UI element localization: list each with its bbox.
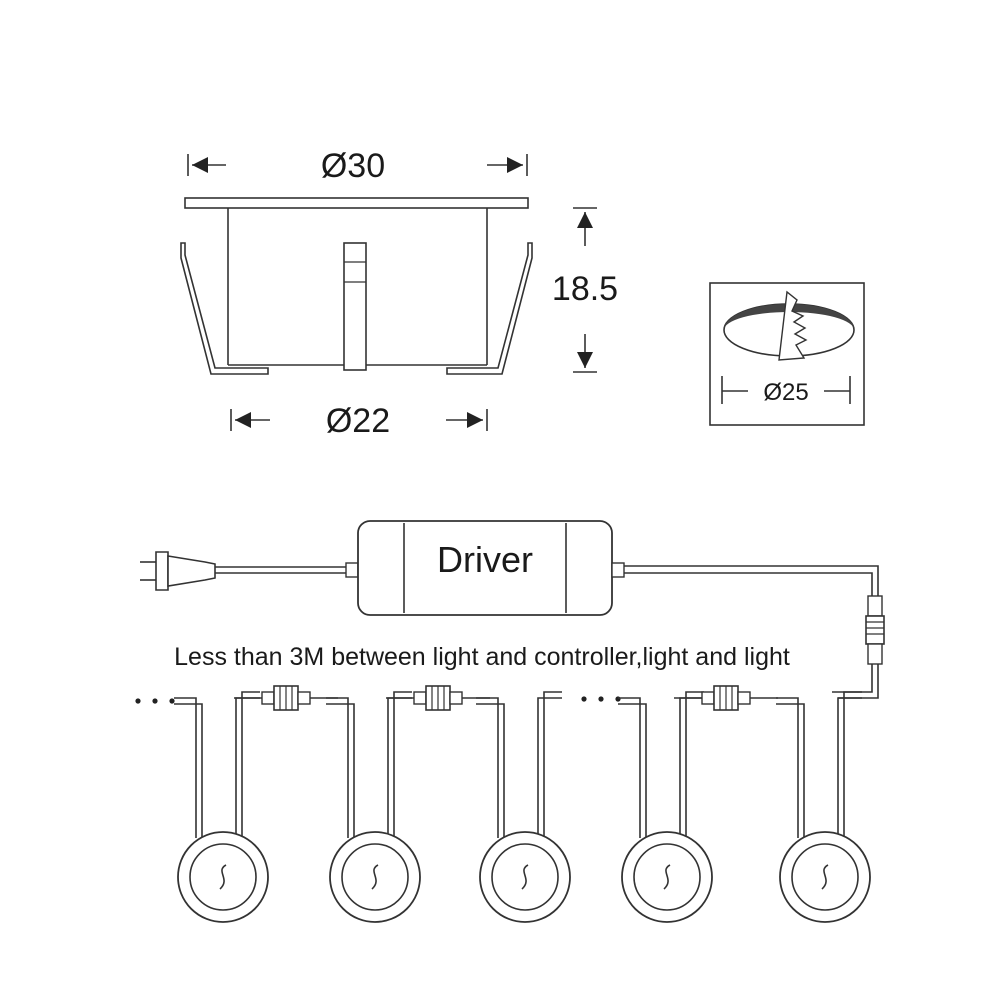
cable-connector-end <box>737 691 751 705</box>
light-symbol <box>663 864 671 890</box>
cable-connector-icon <box>701 691 715 705</box>
top-diameter-label: Ø30 <box>321 147 385 185</box>
height-label: 18.5 <box>552 270 618 308</box>
continuation-dots-left <box>135 698 175 704</box>
light-cable <box>679 697 704 838</box>
light-cable <box>174 697 197 838</box>
light-cable <box>776 703 805 838</box>
light-symbol <box>821 864 829 890</box>
light-cable <box>476 697 499 838</box>
light-cable <box>393 691 412 838</box>
light-cable <box>537 697 562 838</box>
cable-connector-end <box>297 691 311 705</box>
spacing-note: Less than 3M between light and controlle… <box>174 643 790 671</box>
bottom-diameter-label: Ø22 <box>326 402 390 440</box>
light-cable <box>476 703 505 838</box>
light-symbol <box>371 864 379 890</box>
light-cable <box>843 691 862 838</box>
driver-box: Driver <box>357 520 613 616</box>
light-cable <box>618 697 641 838</box>
bottom-diameter-dimension: Ø22 <box>230 402 488 440</box>
light-symbol <box>521 864 529 890</box>
fixture-side-view: Ø30 18.5 Ø22 <box>180 147 618 440</box>
cable-connector-icon <box>865 595 885 665</box>
cable-connector-icon <box>413 691 427 705</box>
light-cable <box>235 697 260 838</box>
cutout-inset: Ø25 <box>709 282 865 426</box>
light-cable <box>776 697 799 838</box>
light-cable <box>326 703 355 838</box>
light-symbol <box>219 864 227 890</box>
light-cable <box>685 691 704 838</box>
top-diameter-dimension: Ø30 <box>187 147 528 185</box>
driver-label: Driver <box>437 539 533 580</box>
saw-cutout-icon <box>778 290 808 361</box>
light-cable <box>837 697 862 838</box>
light-cable <box>543 691 562 838</box>
light-cable <box>618 703 647 838</box>
power-plug-icon <box>140 551 216 591</box>
lights-chain <box>174 685 871 923</box>
cable-connector-end <box>449 691 463 705</box>
light-cable <box>174 703 203 838</box>
cable-connector-icon <box>261 691 275 705</box>
height-dimension: 18.5 <box>552 207 618 373</box>
continuation-dots-middle <box>581 696 621 702</box>
cutout-diameter-label: Ø25 <box>763 379 808 406</box>
light-cable <box>241 691 260 838</box>
light-cable <box>326 697 349 838</box>
light-cable <box>387 697 412 838</box>
